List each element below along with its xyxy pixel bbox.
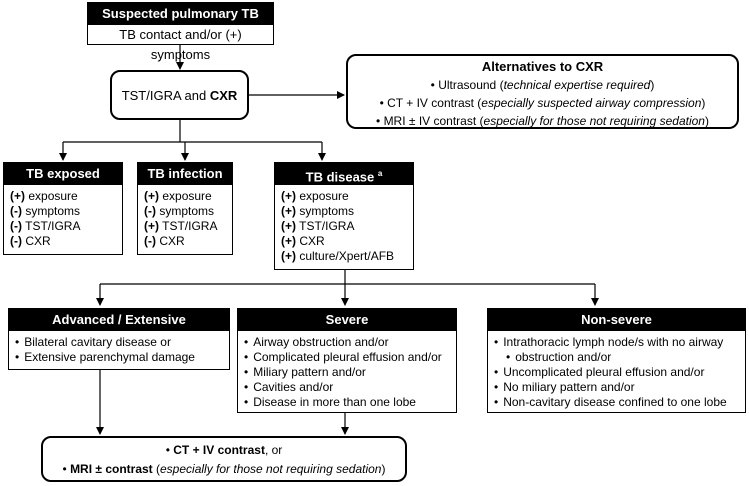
alternatives-title: Alternatives to CXR: [481, 59, 604, 74]
imaging-box: • CT + IV contrast, or • MRI ± contrast …: [41, 436, 407, 482]
nonsevere-item: Intrathoracic lymph node/s with no airwa…: [494, 335, 739, 350]
severe-item: Airway obstruction and/or: [244, 335, 450, 350]
tb-disease-footnote: a: [377, 169, 383, 178]
tb-infection-title: TB infection: [138, 163, 232, 185]
severe-box: Severe Airway obstruction and/or Complic…: [237, 308, 457, 413]
nonsevere-title: Non-severe: [488, 309, 745, 331]
tb-exposed-item: (-) CXR: [10, 234, 51, 248]
tb-disease-item: (+) exposure: [281, 189, 349, 203]
tb-infection-box: TB infection (+) exposure (-) symptoms (…: [137, 162, 233, 255]
imaging-mri-line: • MRI ± contrast (especially for those n…: [62, 462, 386, 476]
severe-item: Complicated pleural effusion and/or: [244, 350, 450, 365]
tb-infection-item: (+) exposure: [144, 189, 212, 203]
imaging-ct-line: • CT + IV contrast, or: [165, 443, 283, 457]
alternative-ct: • CT + IV contrast (especially suspected…: [379, 96, 706, 110]
tb-disease-box: TB disease a (+) exposure (+) symptoms (…: [274, 162, 414, 270]
tb-disease-title: TB disease: [305, 169, 375, 185]
advanced-box: Advanced / Extensive Bilateral cavitary …: [8, 308, 230, 370]
nonsevere-item: No miliary pattern and/or: [494, 380, 739, 395]
severe-item: Cavities and/or: [244, 380, 450, 395]
tb-exposed-item: (+) exposure: [10, 189, 78, 203]
nonsevere-box: Non-severe Intrathoracic lymph node/s wi…: [487, 308, 746, 413]
suspected-tb-subtitle: TB contact and/or (+) symptoms: [119, 27, 242, 62]
severe-item: Disease in more than one lobe: [244, 395, 450, 410]
tst-cxr-prefix: TST/IGRA and: [121, 87, 210, 103]
suspected-tb-box: Suspected pulmonary TB TB contact and/or…: [87, 2, 274, 62]
nonsevere-item: Non-cavitary disease confined to one lob…: [494, 395, 739, 410]
advanced-item: Bilateral cavitary disease or: [15, 335, 223, 350]
tb-disease-item: (+) CXR: [281, 234, 325, 248]
advanced-item: Extensive parenchymal damage: [15, 350, 223, 365]
alternatives-box: Alternatives to CXR • Ultrasound (techni…: [346, 54, 739, 129]
tb-disease-item: (+) TST/IGRA: [281, 219, 355, 233]
severe-title: Severe: [238, 309, 456, 331]
tb-exposed-item: (-) TST/IGRA: [10, 219, 81, 233]
severe-item: Miliary pattern and/or: [244, 365, 450, 380]
tb-infection-item: (-) CXR: [144, 234, 185, 248]
tb-exposed-title: TB exposed: [4, 163, 122, 185]
alternative-ultrasound: • Ultrasound (technical expertise requir…: [430, 78, 655, 92]
tb-disease-item: (+) symptoms: [281, 204, 355, 218]
suspected-tb-title: Suspected pulmonary TB: [88, 3, 273, 25]
tb-exposed-item: (-) symptoms: [10, 204, 81, 218]
tst-cxr-bold: CXR: [209, 87, 238, 103]
nonsevere-item-continued: obstruction and/or: [494, 350, 739, 365]
alternative-mri: • MRI ± IV contrast (especially for thos…: [376, 114, 709, 128]
tb-infection-item: (-) symptoms: [144, 204, 215, 218]
tst-cxr-box: TST/IGRA and CXR: [110, 70, 249, 120]
tb-disease-item: (+) culture/Xpert/AFB: [281, 249, 395, 263]
nonsevere-item: Uncomplicated pleural effusion and/or: [494, 365, 739, 380]
tb-exposed-box: TB exposed (+) exposure (-) symptoms (-)…: [3, 162, 123, 255]
advanced-title: Advanced / Extensive: [9, 309, 229, 331]
tb-infection-item: (+) TST/IGRA: [144, 219, 218, 233]
